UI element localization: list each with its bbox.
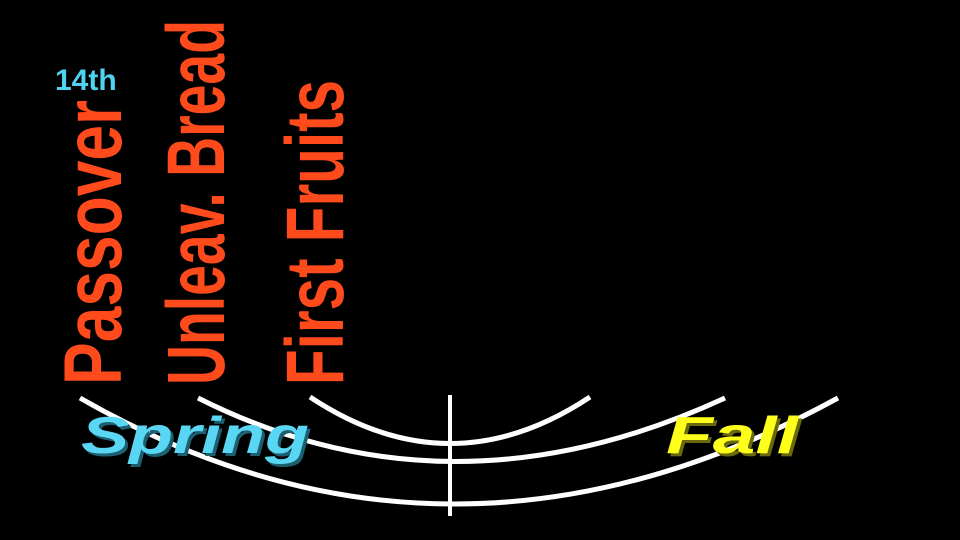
spring-label: Spring (81, 407, 309, 465)
feast-unleavened-bread: Unleav. Bread (151, 20, 242, 385)
arc-diagram (78, 394, 840, 516)
day-label: 14th (55, 64, 117, 97)
outer-arc (78, 395, 840, 507)
fall-label: Fall (666, 407, 800, 465)
feast-first-fruits: First Fruits (270, 80, 361, 385)
feast-passover: Passover (48, 100, 139, 385)
middle-arc (196, 395, 727, 464)
